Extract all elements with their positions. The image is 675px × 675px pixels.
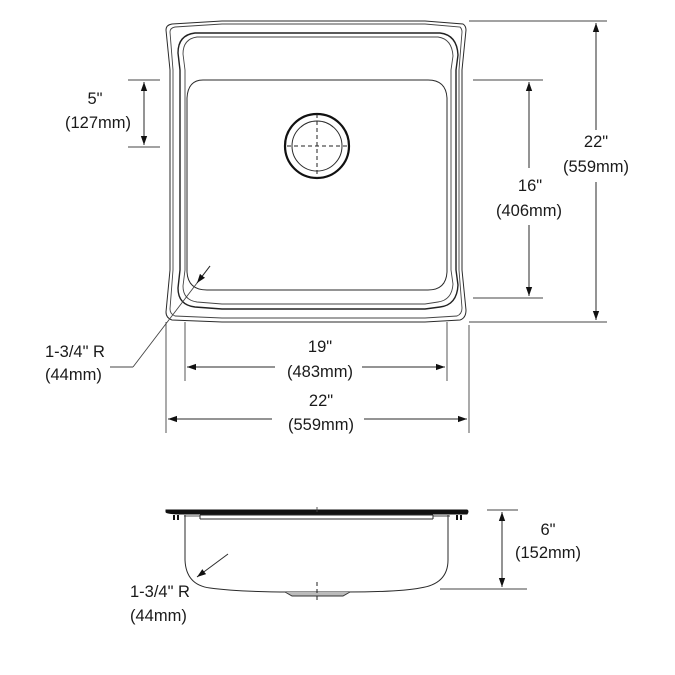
- dim-overall-width: 22" (559mm): [165, 322, 470, 434]
- dim-bowl-offset-mm: (127mm): [65, 114, 131, 132]
- dim-overall-width-mm: (559mm): [288, 416, 354, 434]
- dim-bowl-offset-inch: 5": [87, 90, 102, 108]
- dim-overall-width-inch: 22": [309, 392, 333, 410]
- top-view: 5" (127mm) 16" (406mm) 22" (559mm): [45, 20, 629, 434]
- label-corner-radius-side: 1-3/4" R (44mm): [130, 583, 190, 625]
- dim-overall-length: 22" (559mm): [469, 20, 629, 323]
- drain-icon: [283, 112, 351, 180]
- sink-inner-rim: [177, 32, 459, 310]
- label-corner-radius-side-inch: 1-3/4" R: [130, 583, 190, 601]
- dim-bowl-width-mm: (483mm): [287, 363, 353, 381]
- dim-bowl-length: 16" (406mm): [473, 79, 562, 299]
- label-corner-radius-top-mm: (44mm): [45, 366, 102, 384]
- dim-bowl-width: 19" (483mm): [184, 322, 448, 381]
- sink-bowl: [186, 79, 448, 291]
- dim-depth-inch: 6": [540, 521, 555, 539]
- side-view: 6" (152mm) 1-3/4" R (44mm): [130, 507, 581, 625]
- dim-overall-length-inch: 22": [584, 133, 608, 151]
- corner-radius-leader: [110, 265, 211, 368]
- dim-depth-mm: (152mm): [515, 544, 581, 562]
- label-corner-radius-side-mm: (44mm): [130, 607, 187, 625]
- sink-outer-rim: [165, 20, 467, 323]
- dim-bowl-length-inch: 16": [518, 177, 542, 195]
- dim-bowl-offset: 5" (127mm): [65, 79, 160, 148]
- side-radius-leader: [196, 553, 229, 578]
- dim-bowl-width-inch: 19": [308, 338, 332, 356]
- mounting-clip-left: [173, 515, 179, 520]
- label-corner-radius-top: 1-3/4" R (44mm): [45, 343, 105, 384]
- dim-overall-length-mm: (559mm): [563, 158, 629, 176]
- dim-depth: 6" (152mm): [440, 509, 581, 590]
- mounting-clip-right: [456, 515, 462, 520]
- sink-bowl-profile: [184, 515, 449, 593]
- label-corner-radius-top-inch: 1-3/4" R: [45, 343, 105, 361]
- sink-flange: [165, 509, 469, 520]
- dim-bowl-length-mm: (406mm): [496, 202, 562, 220]
